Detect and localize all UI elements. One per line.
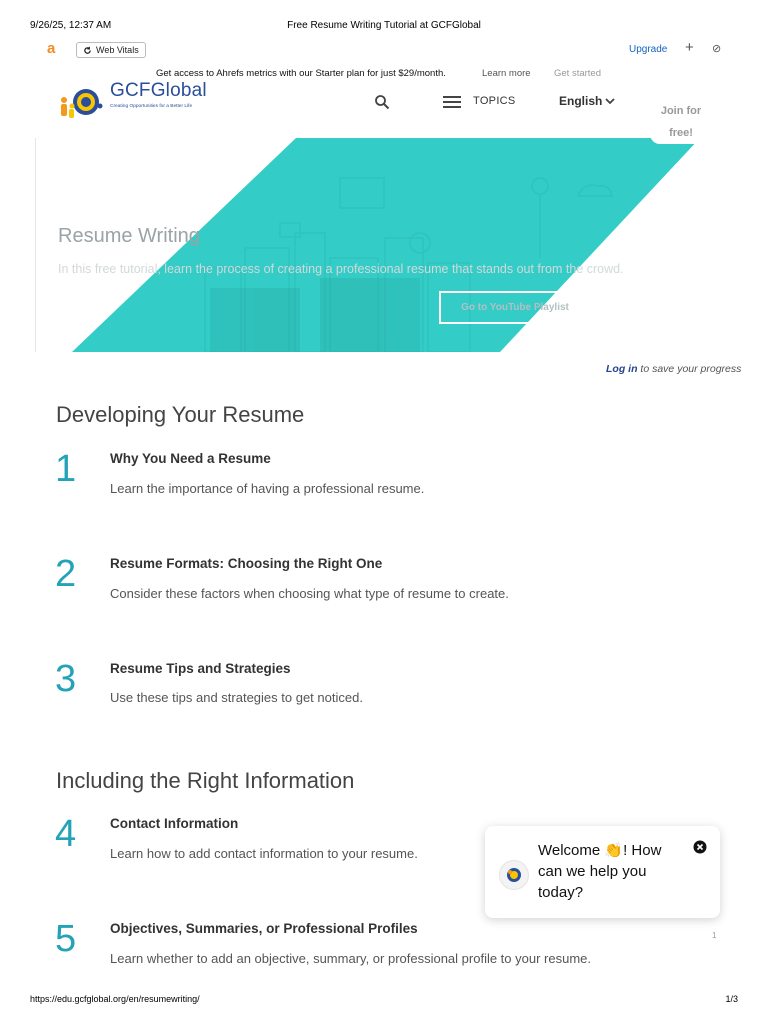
hero-title: Resume Writing [58,225,200,247]
lesson-description: Learn whether to add an objective, summa… [110,951,591,966]
lesson-title-link[interactable]: Contact Information [110,816,239,831]
chat-avatar [499,860,529,890]
hero-left-border [35,138,36,352]
chat-unread-count: 1 [712,931,717,940]
lesson-description: Learn how to add contact information to … [110,846,418,861]
print-title: Free Resume Writing Tutorial at GCFGloba… [287,20,481,31]
close-icon[interactable] [693,840,707,854]
chevron-down-icon[interactable] [604,95,616,107]
learn-more-link[interactable]: Learn more [482,68,531,79]
lesson-number: 1 [55,448,77,490]
web-vitals-label: Web Vitals [96,45,139,55]
print-page-number: 1/3 [725,994,738,1004]
lesson-description: Consider these factors when choosing wha… [110,586,509,601]
join-line-2: free! [669,127,693,139]
join-line-1: Join for [660,105,702,117]
refresh-icon [84,46,91,54]
chat-line: Welcome 👏! How [538,842,662,859]
search-icon[interactable] [374,94,390,110]
section-heading: Including the Right Information [56,768,355,793]
chat-line: can we help you [538,863,647,880]
chat-line: today? [538,884,584,901]
login-prompt: Log in to save your progress [606,363,741,375]
lesson-title-link[interactable]: Resume Tips and Strategies [110,661,291,676]
lesson-number: 2 [55,553,77,595]
chat-message: Welcome 👏! How can we help you today? [538,840,683,903]
hero-banner-graphic [72,138,700,352]
print-date: 9/26/25, 12:37 AM [30,20,112,31]
gcf-logo-text[interactable]: GCFGlobal [110,80,207,101]
web-vitals-button[interactable]: Web Vitals [76,42,146,58]
chat-mascot-icon [507,868,521,882]
join-for-free-button[interactable]: Join for free! [650,98,712,144]
hero-description: In this free tutorial, learn the process… [58,262,624,276]
lesson-number: 3 [55,658,77,700]
login-link[interactable]: Log in [606,363,638,375]
get-started-link[interactable]: Get started [554,68,601,79]
lesson-number: 5 [55,918,77,960]
gcf-logo-tagline: Creating Opportunities for a Better Life [110,104,193,109]
lesson-title-link[interactable]: Why You Need a Resume [110,451,271,466]
lesson-title-link[interactable]: Resume Formats: Choosing the Right One [110,556,383,571]
disable-icon[interactable]: ⊘ [712,43,722,55]
lesson-title-link[interactable]: Objectives, Summaries, or Professional P… [110,921,418,936]
youtube-playlist-label: Go to YouTube Playlist [461,302,569,313]
language-selector[interactable]: English [559,94,603,108]
topics-menu[interactable]: TOPICS [473,95,516,107]
section-heading: Developing Your Resume [56,402,305,427]
lesson-number: 4 [55,813,77,855]
upgrade-link[interactable]: Upgrade [629,44,668,55]
ahrefs-logo[interactable]: a [47,40,56,57]
gcf-logo-icon[interactable] [56,86,106,120]
lesson-description: Use these tips and strategies to get not… [110,690,363,705]
lesson-description: Learn the importance of having a profess… [110,481,425,496]
print-url: https://edu.gcfglobal.org/en/resumewriti… [30,994,200,1004]
plus-icon[interactable]: + [685,39,694,56]
login-suffix: to save your progress [637,363,742,375]
menu-icon[interactable] [443,95,461,109]
ahrefs-promo-text: Get access to Ahrefs metrics with our St… [156,68,446,79]
youtube-playlist-button[interactable]: Go to YouTube Playlist [439,291,591,324]
